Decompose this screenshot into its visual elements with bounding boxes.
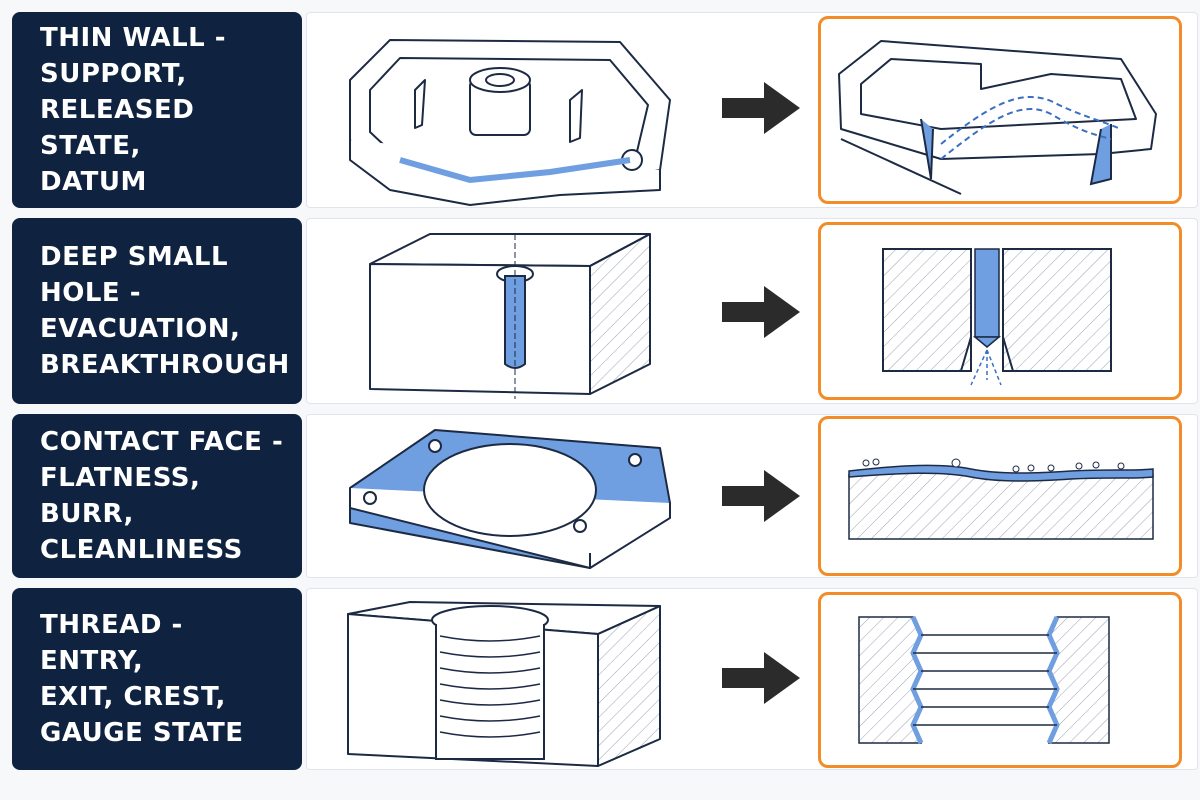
label-text: CONTACT FACE - FLATNESS, BURR, CLEANLINE… xyxy=(40,427,284,565)
detail-thread xyxy=(818,592,1182,768)
label-text: THIN WALL - SUPPORT, RELEASED STATE, DAT… xyxy=(40,23,227,197)
hole-section-icon xyxy=(882,248,1112,386)
threaded-block-icon xyxy=(347,601,661,767)
label-thread: THREAD - ENTRY, EXIT, CREST, GAUGE STATE xyxy=(12,588,302,770)
thin-wall-section-icon xyxy=(838,40,1157,195)
arrow-right-icon xyxy=(722,470,800,522)
thread-section-icon xyxy=(858,615,1110,745)
detail-deep-small-hole xyxy=(818,222,1182,400)
label-text: DEEP SMALL HOLE - EVACUATION, BREAKTHROU… xyxy=(40,242,290,380)
arrow-right-icon xyxy=(722,652,800,704)
label-text: THREAD - ENTRY, EXIT, CREST, GAUGE STATE xyxy=(40,610,244,748)
detail-thin-wall xyxy=(818,16,1182,204)
row-deep-small-hole: DEEP SMALL HOLE - EVACUATION, BREAKTHROU… xyxy=(0,216,1200,406)
row-contact-face: CONTACT FACE - FLATNESS, BURR, CLEANLINE… xyxy=(0,412,1200,580)
row-thread: THREAD - ENTRY, EXIT, CREST, GAUGE STATE xyxy=(0,586,1200,772)
flange-plate-icon xyxy=(349,429,671,570)
arrow-right-icon xyxy=(722,286,800,338)
face-profile-icon xyxy=(848,458,1154,540)
label-contact-face: CONTACT FACE - FLATNESS, BURR, CLEANLINE… xyxy=(12,414,302,578)
deep-hole-block-icon xyxy=(369,233,651,399)
label-thin-wall: THIN WALL - SUPPORT, RELEASED STATE, DAT… xyxy=(12,12,302,208)
detail-contact-face xyxy=(818,416,1182,576)
row-thin-wall: THIN WALL - SUPPORT, RELEASED STATE, DAT… xyxy=(0,10,1200,210)
arrow-right-icon xyxy=(722,82,800,134)
label-deep-small-hole: DEEP SMALL HOLE - EVACUATION, BREAKTHROU… xyxy=(12,218,302,404)
thin-wall-part-icon xyxy=(349,39,671,206)
